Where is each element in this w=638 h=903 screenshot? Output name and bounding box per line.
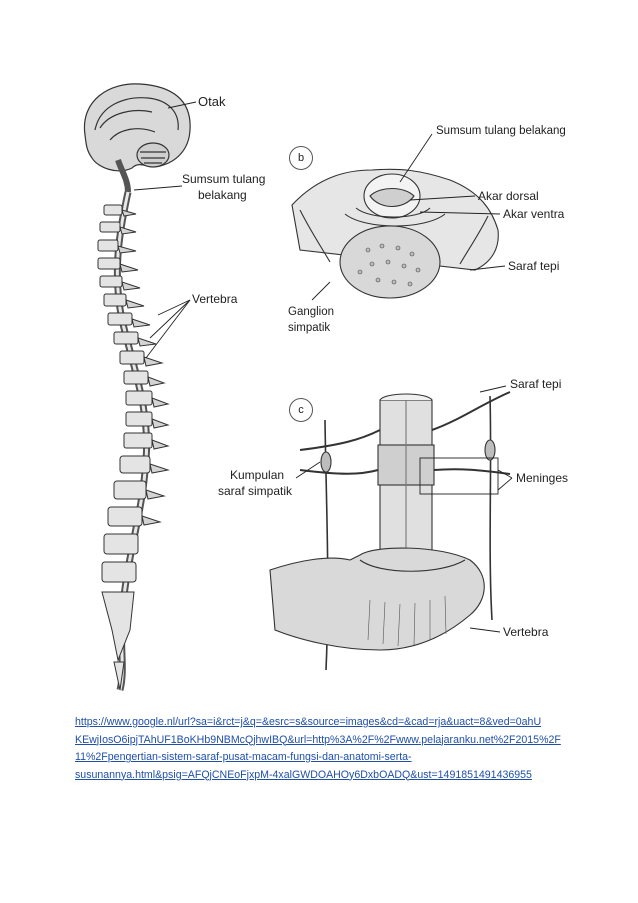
label-otak: Otak	[198, 94, 226, 109]
figure-c-leaders	[295, 385, 513, 633]
source-url-line-1: https://www.google.nl/url?sa=i&rct=j&q=&…	[75, 716, 542, 728]
label-saraf-tepi-b: Saraf tepi	[508, 259, 560, 273]
label-sumsum-tulang-line1: Sumsum tulang	[182, 172, 266, 186]
label-vertebra-a: Vertebra	[192, 292, 238, 306]
figure-b-drawing	[291, 168, 499, 299]
label-ganglion-line1: Ganglion	[288, 306, 335, 318]
figure-c-letter: c	[289, 398, 313, 422]
label-saraf-tepi-c: Saraf tepi	[510, 377, 562, 391]
figure-b-leaders	[311, 133, 506, 301]
label-ganglion-line2: simpatik	[288, 322, 331, 334]
label-kumpulan-line2: saraf simpatik	[218, 484, 293, 498]
label-akar-dorsal: Akar dorsal	[478, 189, 539, 203]
label-sumsum-tulang-line2: belakang	[198, 188, 247, 202]
source-url-link[interactable]: https://www.google.nl/url?sa=i&rct=j&q=&…	[75, 714, 575, 784]
source-url-line-2: KEwjIosO6ipjTAhUF1BoKHb9NBMcQjhwIBQ&url=…	[75, 733, 561, 746]
figure-a-leaders	[133, 101, 197, 359]
label-vertebra-c: Vertebra	[503, 625, 549, 639]
figure-b-letter: b	[289, 146, 313, 170]
label-sumsum-tulang-belakang-b: Sumsum tulang belakang	[436, 125, 566, 137]
figure-c-drawing	[269, 391, 511, 671]
source-url-line-4: susunannya.html&psig=AFQjCNEoFjxpM-4xalG…	[75, 768, 532, 781]
figure-a-vertebrae	[97, 204, 153, 691]
label-akar-ventra: Akar ventra	[503, 207, 565, 221]
label-kumpulan-line1: Kumpulan	[230, 468, 285, 482]
label-meninges: Meninges	[516, 471, 569, 485]
source-url-line-3: 11%2Fpengertian-sistem-saraf-pusat-macam…	[75, 751, 412, 763]
figure-a-drawing	[83, 83, 191, 691]
